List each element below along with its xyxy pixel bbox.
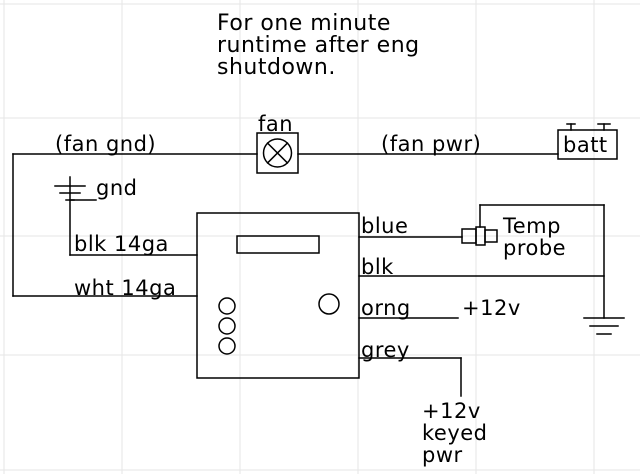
fan-symbol — [262, 138, 293, 168]
note-line-2: runtime after eng — [217, 33, 420, 58]
blk-label: blk — [361, 255, 394, 279]
temp-probe-body — [461, 228, 477, 244]
fan-label: fan — [258, 112, 294, 136]
fan-box — [256, 132, 299, 174]
note-line-1: For one minute — [217, 11, 391, 36]
controller-box — [196, 212, 360, 379]
controller-display — [236, 235, 320, 254]
note-line-3: shutdown. — [217, 55, 336, 80]
fan-gnd-label: (fan gnd) — [55, 132, 157, 156]
gnd-label: gnd — [96, 176, 138, 200]
orng-label: orng — [361, 296, 411, 320]
grey-label: grey — [361, 338, 410, 362]
blk-14ga-label: blk 14ga — [74, 232, 169, 256]
pwr-label: pwr — [422, 443, 463, 467]
fan-pwr-label: (fan pwr) — [381, 132, 482, 156]
probe-label: probe — [503, 236, 567, 260]
batt-label: batt — [563, 133, 608, 157]
keyed-plus12v-label: +12v — [422, 399, 481, 423]
temp-label: Temp — [503, 214, 561, 238]
keyed-label: keyed — [422, 421, 488, 445]
plus12v-label: +12v — [462, 296, 521, 320]
indicator-light-3 — [218, 337, 236, 355]
wht-14ga-label: wht 14ga — [74, 276, 177, 300]
indicator-light-1 — [218, 297, 236, 315]
battery-box — [557, 129, 618, 160]
control-knob — [318, 293, 340, 315]
indicator-light-2 — [218, 317, 236, 335]
blue-label: blue — [361, 214, 409, 238]
